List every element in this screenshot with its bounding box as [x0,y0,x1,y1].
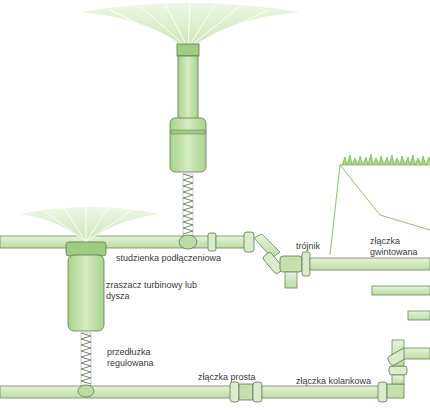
pipe [262,386,380,398]
pipe [392,375,404,384]
swing-joint [78,385,94,397]
union-nut [244,232,254,252]
grass [342,154,430,165]
union-nut [302,252,310,276]
pipe [372,286,430,295]
pipe [310,258,430,270]
pipe [0,386,232,398]
threaded-extension [81,333,91,384]
water-jets [110,3,268,48]
sprinkler-cap [66,242,106,256]
water-spray [80,3,300,50]
threaded-extension [183,174,193,236]
threaded-extension [183,174,193,234]
part-label: studzienka podłączeniowa [116,253,246,264]
part-label: złączka prosta [198,372,278,383]
pipe [216,236,246,248]
nozzle [177,44,199,56]
threaded-extension [81,333,91,386]
sprinkler-body [68,255,104,331]
union-nut [378,382,387,402]
part-label: złączka kolankowa [296,376,391,387]
water-spray [20,207,160,244]
riser [178,56,198,120]
sprinkler-body [170,118,206,172]
union-nut [208,233,216,251]
tee-fitting [280,256,302,272]
swing-joint [179,235,197,249]
part-label: złączka gwintowana [370,236,422,258]
body-ring [171,130,205,134]
union-nut [230,382,239,402]
part-label: przedłużka regulowana [107,347,165,369]
union-nut [253,382,262,402]
pipe [404,348,430,359]
elbow-fitting [387,384,404,398]
water-jets [40,203,135,242]
part-label: zraszacz turbinowy lub dysza [106,280,198,302]
union-nut [389,366,407,375]
straight-coupling [239,384,253,400]
part-label: trójnik [296,241,336,252]
pipe [285,272,297,288]
pipe [408,311,430,320]
